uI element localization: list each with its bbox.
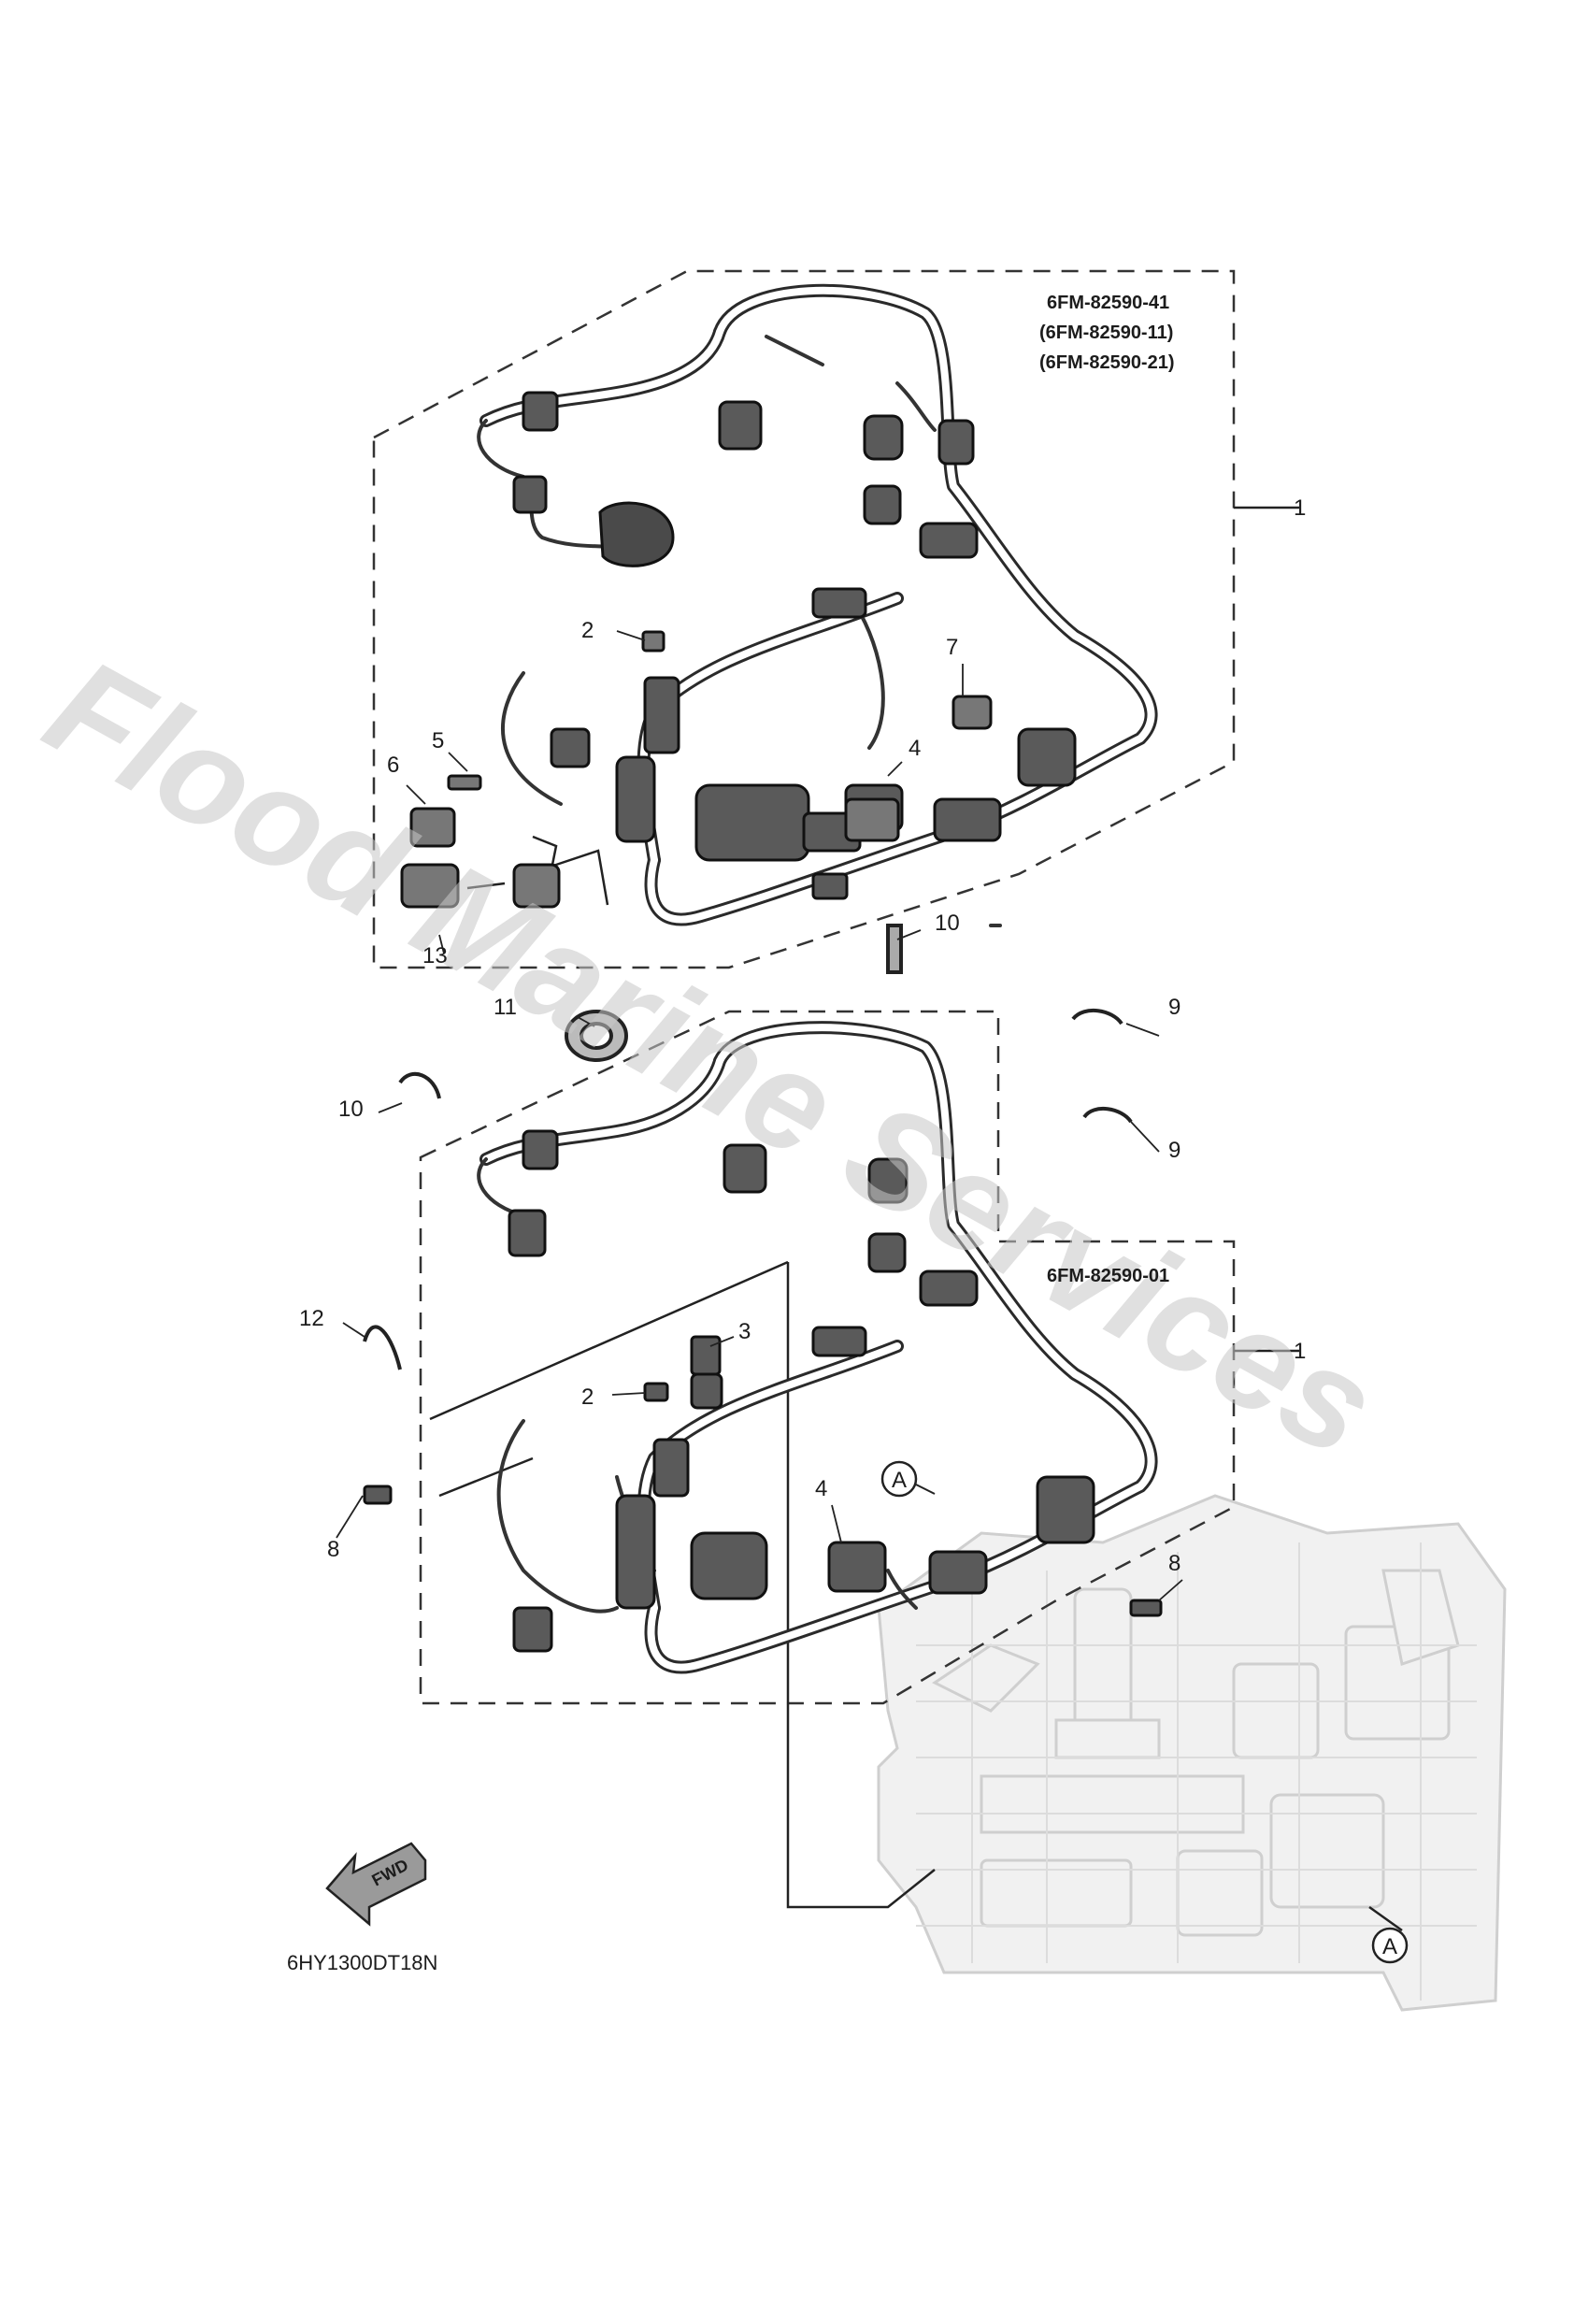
callout-9-upper: 9 xyxy=(1168,995,1180,1020)
lower-part-number: 6FM-82590-01 xyxy=(1047,1266,1169,1286)
upper-loose-parts xyxy=(400,501,993,909)
callout-7: 7 xyxy=(946,635,958,660)
lower-connectors xyxy=(363,1129,1163,1653)
upper-part-number-1: 6FM-82590-41 xyxy=(1047,293,1169,313)
lower-group-border xyxy=(419,1010,1236,1705)
callout-2-lower: 2 xyxy=(581,1384,594,1410)
callout-leaders xyxy=(336,630,1183,1601)
callout-12: 12 xyxy=(299,1306,324,1331)
fwd-direction-arrow xyxy=(325,1842,427,1927)
leader-lines xyxy=(429,506,1403,1932)
diagram-code: 6HY1300DT18N xyxy=(287,1951,437,1974)
svg-text:A: A xyxy=(1382,1934,1397,1959)
callout-4-upper: 4 xyxy=(909,736,921,761)
callout-2-upper: 2 xyxy=(581,618,594,643)
engine-hatch xyxy=(916,1542,1477,2001)
callout-4-lower: 4 xyxy=(815,1476,827,1501)
callout-8-right: 8 xyxy=(1168,1551,1180,1576)
clips-and-bands xyxy=(363,924,1133,1370)
callout-6: 6 xyxy=(387,753,399,778)
lower-assembly-ref: 1 xyxy=(1294,1339,1306,1364)
reference-marker-upper: A xyxy=(880,1460,936,1498)
callout-5: 5 xyxy=(432,728,444,753)
upper-part-number-2: (6FM-82590-11) xyxy=(1039,323,1173,343)
upper-part-number-3: (6FM-82590-21) xyxy=(1039,352,1175,373)
callout-8-left: 8 xyxy=(327,1537,339,1562)
callout-10-lower: 10 xyxy=(338,1097,364,1122)
group-borders xyxy=(372,269,1236,1705)
callout-10-upper: 10 xyxy=(935,911,960,936)
callout-13: 13 xyxy=(422,943,448,968)
reference-marker-lower: A xyxy=(1371,1927,1409,1964)
callout-3: 3 xyxy=(738,1319,751,1344)
upper-connectors xyxy=(512,391,1077,900)
svg-text:A: A xyxy=(892,1468,907,1493)
callout-9-lower: 9 xyxy=(1168,1138,1180,1163)
callout-11: 11 xyxy=(494,995,517,1020)
upper-assembly-ref: 1 xyxy=(1294,495,1306,521)
